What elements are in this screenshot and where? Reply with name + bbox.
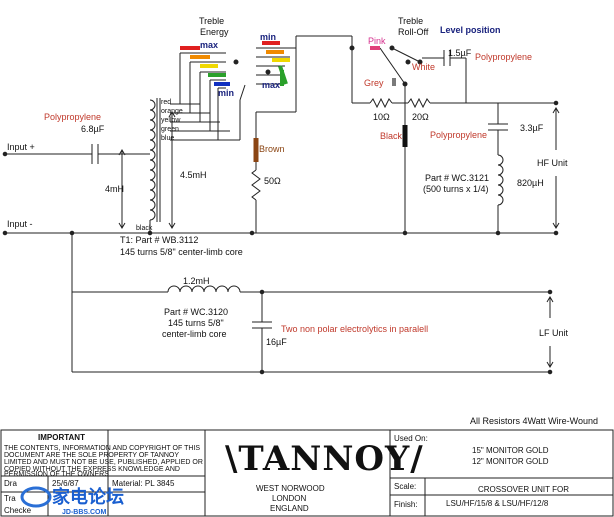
address-line-3: ENGLAND xyxy=(270,504,309,513)
scale-label: Scale: xyxy=(394,482,416,491)
cap-3-3uf-label: 3.3µF xyxy=(520,123,544,133)
inductor-4mh-label: 4mH xyxy=(105,184,124,194)
used-on-label: Used On: xyxy=(394,434,428,443)
cap-1-5uf-label: 1.5µF xyxy=(448,48,472,58)
inductor-1-2mh-label: 1.2mH xyxy=(183,276,210,286)
tap-label-green: green xyxy=(161,126,179,133)
used-on-item-2: 12" MONITOR GOLD xyxy=(472,457,549,466)
drawing-title-2: LSU/HF/15/8 & LSU/HF/12/8 xyxy=(446,499,549,508)
tap-label-black: black xyxy=(136,225,153,232)
tap-label-yellow: yellow xyxy=(161,117,181,124)
lf-unit-label: LF Unit xyxy=(539,328,569,338)
important-line-1: THE CONTENTS, INFORMATION AND COPYRIGHT … xyxy=(4,445,200,452)
checked-label: Checke xyxy=(4,506,32,515)
t1-part-label: T1: Part # WB.3112 xyxy=(120,235,198,245)
address-line-2: LONDON xyxy=(272,494,306,503)
grey-wire-label: Grey xyxy=(364,78,384,88)
drawing-title-1: CROSSOVER UNIT FOR xyxy=(478,485,569,494)
cap-6-8uf-label: 6.8µF xyxy=(81,124,105,134)
watermark-cn: 家电论坛 xyxy=(52,486,124,507)
part-wc3120-label-3: center-limb core xyxy=(162,329,227,339)
polypropylene-top-right-label: Polypropylene xyxy=(475,52,532,62)
part-wc3120-label-1: Part # WC.3120 xyxy=(164,307,228,317)
level-position-label: Level position xyxy=(440,25,501,35)
resistor-20-label: 20Ω xyxy=(412,112,429,122)
part-wc3120-label-2: 145 turns 5/8" xyxy=(168,318,224,328)
inductor-820uh-label: 820µH xyxy=(517,178,544,188)
min-label-a: min xyxy=(218,88,234,98)
pink-wire-label: Pink xyxy=(368,36,386,46)
finish-label: Finish: xyxy=(394,500,418,509)
watermark-url: JD-BBS.COM xyxy=(62,509,107,516)
resistor-10-label: 10Ω xyxy=(373,112,390,122)
material-value: Material: PL 3845 xyxy=(112,479,175,488)
drawn-label: Dra xyxy=(4,479,17,488)
part-wc3121-label-1: Part # WC.3121 xyxy=(425,173,489,183)
watermark: 家电论坛 JD-BBS.COM xyxy=(20,486,124,516)
input-plus-label: Input + xyxy=(7,142,35,152)
tap-label-red: red xyxy=(161,99,171,106)
brown-wire-label: Brown xyxy=(259,144,285,154)
important-line-2: DOCUMENT ARE THE SOLE PROPERTY OF TANNOY xyxy=(4,452,179,459)
treble-energy-label-1: Treble xyxy=(199,16,224,26)
tap-label-blue: blue xyxy=(161,135,174,142)
black-wire-label: Black xyxy=(380,131,403,141)
date-value: 25/6/87 xyxy=(52,479,79,488)
tannoy-logo: \TANNOY/ xyxy=(225,439,424,479)
all-resistors-note: All Resistors 4Watt Wire-Wound xyxy=(470,416,598,426)
important-line-5: PERMISSION OF THE OWNERS xyxy=(4,471,109,478)
t1-core-label: 145 turns 5/8" center-limb core xyxy=(120,247,243,257)
resistor-50-label: 50Ω xyxy=(264,176,281,186)
traced-label: Tra xyxy=(4,494,16,503)
input-minus-label: Input - xyxy=(7,219,33,229)
important-line-3: LIMITED AND MUST NOT BE USE, PUBLISHED, … xyxy=(4,459,203,466)
max-label-b: max xyxy=(262,80,280,90)
used-on-item-1: 15" MONITOR GOLD xyxy=(472,446,549,455)
polypropylene-mid-right-label: Polypropylene xyxy=(430,130,487,140)
min-label-b: min xyxy=(260,32,276,42)
address-line-1: WEST NORWOOD xyxy=(256,484,325,493)
treble-rolloff-label-2: Roll-Off xyxy=(398,27,429,37)
cap-16uf-label: 16µF xyxy=(266,337,287,347)
watermark-logo-icon xyxy=(20,486,52,508)
important-line-4: COPIED WITHOUT THE EXPRESS KNOWLEDGE AND xyxy=(4,466,180,473)
treble-energy-label-2: Energy xyxy=(200,27,229,37)
inductor-4-5mh-label: 4.5mH xyxy=(180,170,207,180)
important-heading: IMPORTANT xyxy=(38,433,85,442)
hf-unit-label: HF Unit xyxy=(537,158,568,168)
part-wc3121-label-2: (500 turns x 1/4) xyxy=(423,184,489,194)
max-label-a: max xyxy=(200,40,218,50)
treble-rolloff-label-1: Treble xyxy=(398,16,423,26)
electrolytics-note: Two non polar electrolytics in paralell xyxy=(281,324,428,334)
polypropylene-left-label: Polypropylene xyxy=(44,112,101,122)
tap-label-orange: orange xyxy=(161,108,183,115)
white-wire-label: White xyxy=(412,62,435,72)
